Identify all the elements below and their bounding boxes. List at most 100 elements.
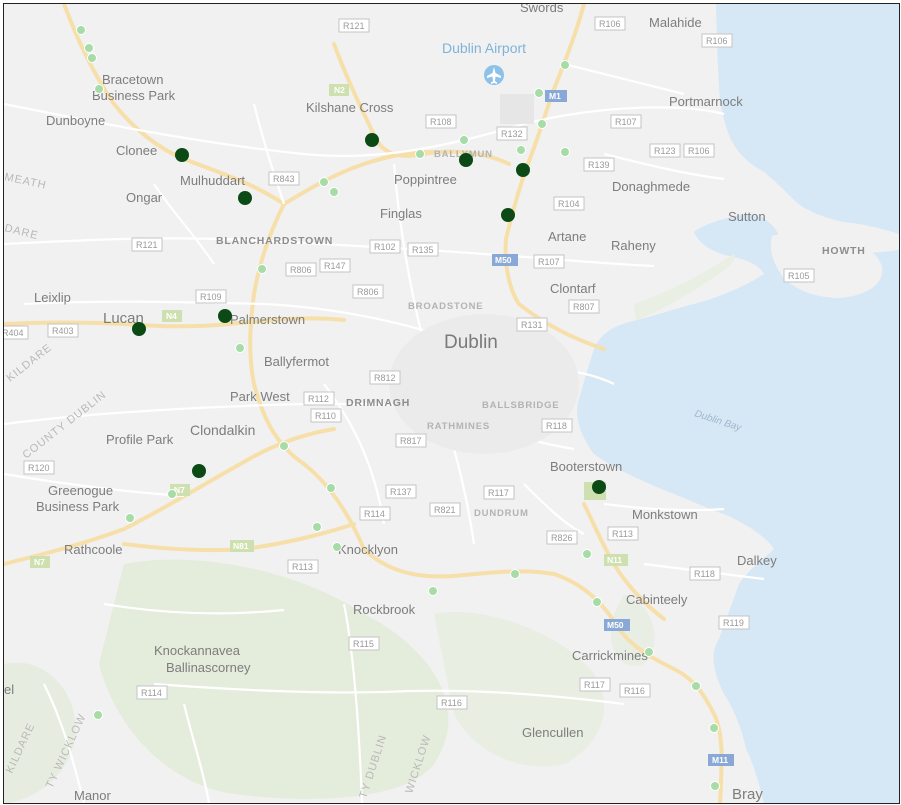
marker-dark[interactable]: [192, 464, 206, 478]
svg-text:N11: N11: [607, 555, 622, 565]
marker-light[interactable]: [644, 647, 654, 657]
place-label-business-park: Business Park: [92, 88, 176, 103]
bull-island: [634, 254, 735, 320]
svg-text:M1: M1: [549, 91, 561, 101]
marker-light[interactable]: [235, 343, 245, 353]
road-shield-r404: R404: [4, 325, 29, 340]
marker-light[interactable]: [94, 84, 104, 94]
marker-dark[interactable]: [592, 480, 606, 494]
map-view[interactable]: MEATH DARE KILDARE COUNTY DUBLIN KILDARE…: [3, 3, 900, 804]
place-label-swords: Swords: [520, 4, 564, 15]
road-shield-r107b: R107: [533, 254, 565, 269]
marker-dark[interactable]: [218, 309, 232, 323]
marker-light[interactable]: [709, 723, 719, 733]
place-label-cabinteely: Cabinteely: [626, 592, 688, 607]
place-label-ballsbridge: BALLSBRIDGE: [482, 400, 559, 411]
svg-text:R135: R135: [412, 245, 434, 255]
place-label-rockbrook: Rockbrook: [353, 602, 416, 617]
marker-light[interactable]: [537, 119, 547, 129]
place-label-artane: Artane: [548, 229, 586, 244]
place-label-el: el: [4, 682, 14, 697]
marker-light[interactable]: [560, 60, 570, 70]
marker-light[interactable]: [125, 513, 135, 523]
place-label-malahide: Malahide: [649, 15, 702, 30]
road-shield-r132: R132: [496, 126, 528, 141]
svg-text:R806: R806: [290, 265, 312, 275]
marker-dark[interactable]: [132, 322, 146, 336]
road-shield-r106: R106: [594, 16, 626, 31]
svg-text:R113: R113: [612, 529, 633, 539]
marker-light[interactable]: [592, 597, 602, 607]
road-shield-r102: R102: [369, 239, 401, 254]
svg-text:N7: N7: [34, 557, 45, 567]
marker-dark[interactable]: [501, 208, 515, 222]
road-shield-r118b: R118: [689, 566, 721, 581]
svg-text:R106: R106: [688, 146, 710, 156]
svg-text:R821: R821: [434, 505, 456, 515]
road-shield-r817: R817: [395, 433, 427, 448]
road-shield-r139: R139: [583, 157, 615, 172]
airport-area: [500, 94, 534, 124]
marker-dark[interactable]: [365, 133, 379, 147]
marker-light[interactable]: [87, 53, 97, 63]
marker-light[interactable]: [93, 710, 103, 720]
marker-light[interactable]: [257, 264, 267, 274]
place-label-kilshane-cross: Kilshane Cross: [306, 100, 394, 115]
place-label-ongar: Ongar: [126, 190, 163, 205]
road-shield-r137: R137: [385, 484, 417, 499]
marker-light[interactable]: [76, 25, 86, 35]
road-shield-r112: R112: [303, 391, 335, 406]
marker-light[interactable]: [582, 549, 592, 559]
marker-light[interactable]: [329, 187, 339, 197]
svg-text:R112: R112: [308, 394, 329, 404]
marker-light[interactable]: [319, 177, 329, 187]
marker-light[interactable]: [710, 781, 720, 791]
road-shield-r119: R119: [718, 615, 750, 630]
road-shield-n2: N2: [329, 84, 349, 96]
svg-text:M50: M50: [607, 620, 624, 630]
place-label-blanchardstown: BLANCHARDSTOWN: [216, 235, 333, 247]
place-label-rathmines: RATHMINES: [427, 421, 490, 432]
airport-icon: [484, 65, 504, 85]
road-shield-r109: R109: [195, 289, 227, 304]
svg-text:R109: R109: [200, 292, 222, 302]
place-label-portmarnock: Portmarnock: [669, 94, 743, 109]
marker-light[interactable]: [84, 43, 94, 53]
marker-light[interactable]: [516, 145, 526, 155]
marker-light[interactable]: [415, 149, 425, 159]
place-label-mulhuddart: Mulhuddart: [180, 173, 245, 188]
marker-light[interactable]: [691, 681, 701, 691]
marker-light[interactable]: [332, 542, 342, 552]
svg-text:R117: R117: [584, 680, 605, 690]
marker-dark[interactable]: [238, 191, 252, 205]
svg-text:M50: M50: [495, 255, 512, 265]
marker-dark[interactable]: [516, 163, 530, 177]
marker-light[interactable]: [326, 483, 336, 493]
svg-text:R108: R108: [430, 117, 452, 127]
svg-text:R115: R115: [353, 639, 374, 649]
road-shield-r118: R118: [541, 418, 573, 433]
svg-text:R843: R843: [273, 174, 295, 184]
marker-light[interactable]: [510, 569, 520, 579]
svg-text:R132: R132: [501, 129, 523, 139]
marker-light[interactable]: [312, 522, 322, 532]
road-shield-m50: M50: [492, 254, 518, 266]
svg-text:R106: R106: [706, 36, 728, 46]
svg-text:R107: R107: [538, 257, 560, 267]
marker-light[interactable]: [459, 135, 469, 145]
parks: [4, 559, 655, 803]
place-label-profile-park: Profile Park: [106, 432, 174, 447]
svg-text:R139: R139: [588, 160, 610, 170]
light-markers: [76, 25, 720, 791]
place-label-dundrum: DUNDRUM: [474, 508, 529, 519]
marker-light[interactable]: [428, 586, 438, 596]
marker-dark[interactable]: [459, 153, 473, 167]
marker-light[interactable]: [560, 147, 570, 157]
road-shield-r135: R135: [407, 242, 439, 257]
marker-dark[interactable]: [175, 148, 189, 162]
marker-light[interactable]: [279, 441, 289, 451]
road-shield-n4: N4: [162, 310, 182, 322]
svg-text:M11: M11: [712, 755, 728, 765]
marker-light[interactable]: [534, 88, 544, 98]
marker-light[interactable]: [167, 489, 177, 499]
